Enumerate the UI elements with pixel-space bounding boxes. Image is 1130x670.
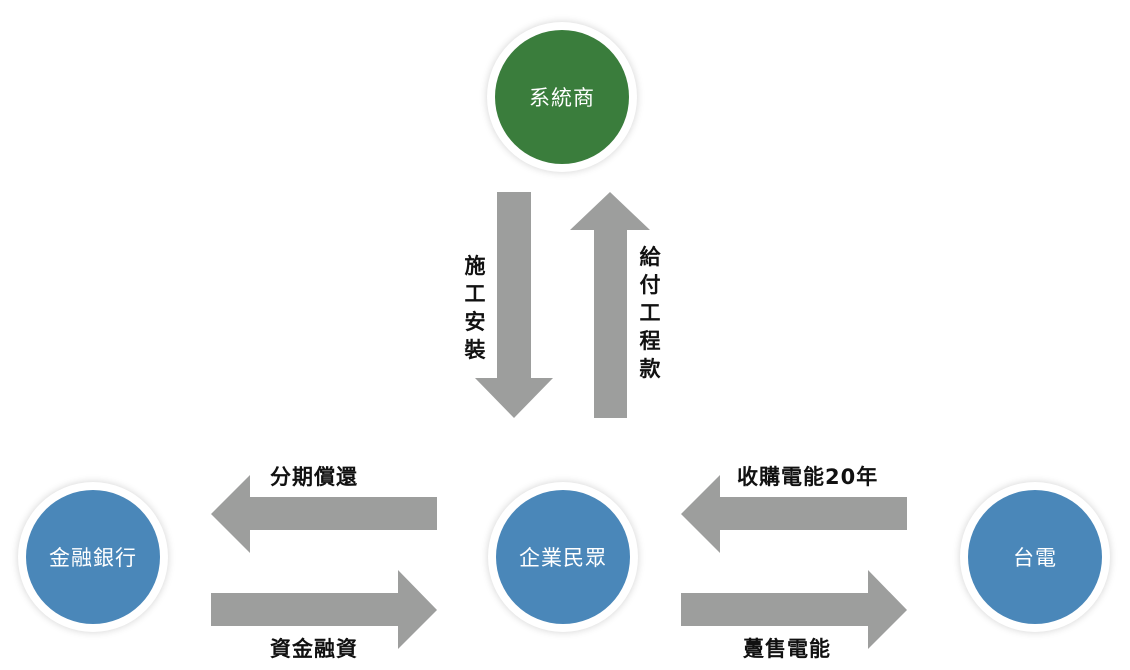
node-bank-label: 金融銀行 [26,490,160,624]
node-enterprise-label: 企業民眾 [496,490,630,624]
node-supplier-label: 系統商 [495,30,629,164]
node-enterprise: 企業民眾 [488,482,638,632]
arrow-purchase [681,475,907,553]
node-supplier: 系統商 [487,22,637,172]
arrow-financing [211,570,437,649]
arrow-construction [475,192,553,418]
label-purchase: 收購電能20年 [737,465,879,489]
node-taipower: 台電 [960,482,1110,632]
arrow-sell [681,570,907,649]
arrow-repayment [211,475,437,553]
arrow-payment [570,192,650,418]
label-payment: 給付工程款 [639,245,661,381]
label-sell: 躉售電能 [743,637,831,661]
label-financing: 資金融資 [270,637,358,661]
node-bank: 金融銀行 [18,482,168,632]
label-construction: 施工安裝 [464,254,486,362]
node-taipower-label: 台電 [968,490,1102,624]
label-repayment: 分期償還 [270,465,358,489]
